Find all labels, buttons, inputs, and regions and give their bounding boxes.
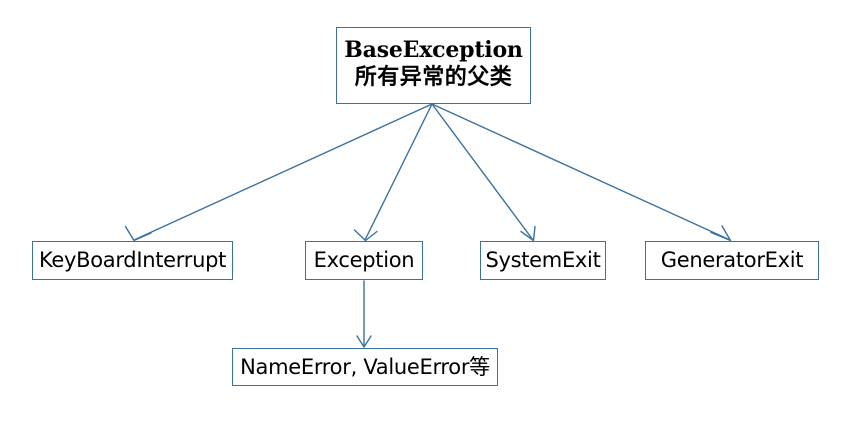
node-generatorexit[interactable]: GeneratorExit (645, 241, 819, 280)
node-base-exception-label-cjk: 所有异常的父类 (354, 65, 513, 90)
node-systemexit-label: SystemExit (485, 248, 601, 273)
edge-base-to-generatorexit (431, 103, 732, 242)
edge-exception-to-nameerror (356, 280, 372, 348)
node-systemexit[interactable]: SystemExit (480, 241, 606, 280)
node-base-exception-label-latin: BaseException (344, 37, 523, 64)
edge-base-to-keyboardinterrupt (124, 103, 433, 242)
node-base-exception[interactable]: BaseException 所有异常的父类 (336, 27, 531, 104)
edge-base-to-exception (353, 103, 433, 242)
edge-base-to-systemexit (431, 103, 536, 242)
node-exception-label: Exception (313, 248, 415, 273)
node-keyboardinterrupt-label: KeyBoardInterrupt (38, 248, 227, 273)
node-exception[interactable]: Exception (305, 241, 423, 280)
node-name-value-error-label: NameError, ValueError等 (240, 354, 490, 379)
node-generatorexit-label: GeneratorExit (660, 248, 804, 273)
node-name-value-error[interactable]: NameError, ValueError等 (232, 348, 498, 386)
node-keyboardinterrupt[interactable]: KeyBoardInterrupt (32, 241, 233, 280)
